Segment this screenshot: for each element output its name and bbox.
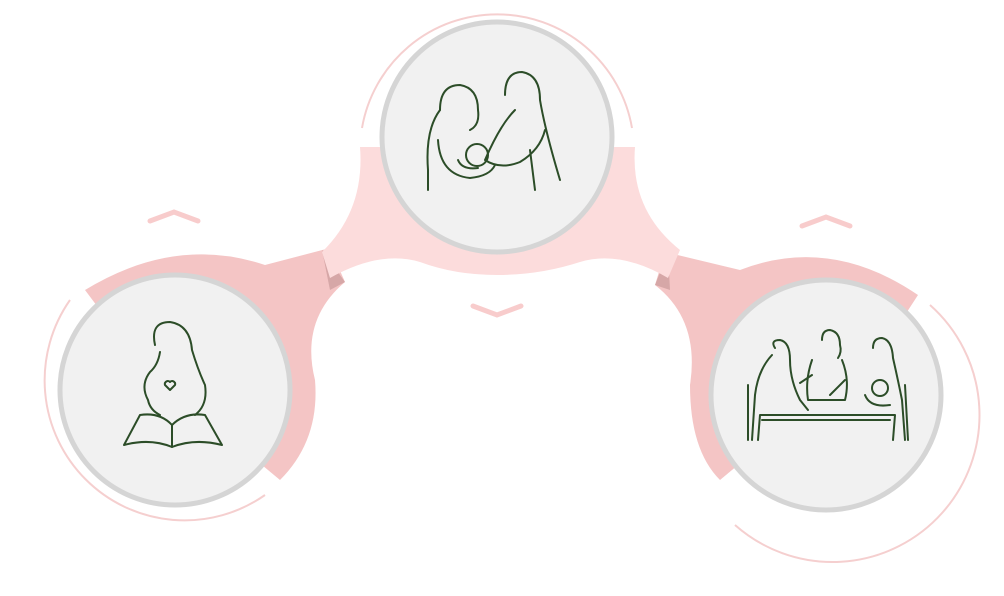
chevron-down-icon (470, 303, 524, 318)
support-group-table-icon (747, 329, 909, 441)
top-arc (361, 13, 633, 129)
pregnant-woman-reading-icon (123, 321, 223, 448)
mother-baby-helper-icon (426, 71, 561, 191)
chevrons (147, 209, 853, 318)
left-arc (43, 299, 266, 522)
right-arc (734, 304, 981, 563)
chevron-up-icon (799, 214, 853, 229)
chevron-up-icon (147, 209, 201, 224)
node-left (57, 272, 293, 508)
decorative-arcs (43, 13, 981, 563)
